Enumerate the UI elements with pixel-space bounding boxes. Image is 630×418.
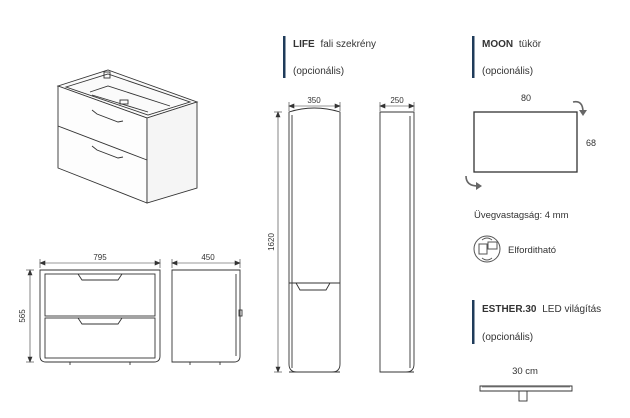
life-width-label: 350 — [307, 96, 321, 105]
life-height-label: 1620 — [267, 233, 276, 251]
life-accent-bar — [283, 36, 286, 78]
moon-mirror-outline — [473, 111, 578, 173]
vanity-front-view — [39, 269, 161, 365]
rotatable-icon — [473, 235, 501, 263]
vanity-width-dimension — [39, 259, 161, 268]
vanity-width-label: 795 — [93, 253, 107, 262]
rotate-arrow-bottom-icon — [465, 175, 482, 190]
esther-desc: LED világítás — [542, 304, 601, 315]
vanity-side-view — [171, 269, 243, 365]
moon-rotate-label: Elforditható — [508, 245, 556, 256]
moon-option: (opcionális) — [482, 66, 533, 77]
moon-glass-thickness: Üvegvastagság: 4 mm — [474, 210, 569, 221]
vanity-height-dimension — [26, 269, 34, 363]
life-desc: fali szekrény — [320, 39, 376, 50]
esther-accent-bar — [472, 300, 475, 344]
moon-width-label: 80 — [521, 93, 531, 103]
life-depth-dimension — [379, 102, 415, 111]
vanity-height-label: 565 — [18, 309, 27, 323]
esther-led-drawing — [479, 385, 573, 402]
life-width-dimension — [288, 102, 341, 111]
life-height-dimension — [274, 111, 282, 373]
vanity-iso-drawing — [56, 69, 199, 204]
life-option: (opcionális) — [293, 66, 344, 77]
svg-text:MOON tükör: MOON tükör — [482, 39, 542, 50]
esther-length-label: 30 cm — [512, 366, 538, 377]
rotate-arrow-top-icon — [572, 100, 587, 116]
life-name: LIFE — [293, 39, 315, 50]
moon-name: MOON — [482, 39, 513, 50]
moon-height-label: 68 — [586, 138, 596, 148]
esther-option: (opcionális) — [482, 332, 533, 343]
vanity-depth-label: 450 — [201, 253, 215, 262]
life-depth-label: 250 — [390, 96, 404, 105]
esther-name: ESTHER.30 — [482, 304, 537, 315]
moon-accent-bar — [472, 36, 475, 78]
moon-desc: tükör — [519, 39, 542, 50]
svg-text:LIFE fali szekrény: LIFE fali szekrény — [293, 39, 376, 50]
life-front-view — [288, 107, 341, 373]
vanity-depth-dimension — [171, 259, 241, 268]
life-side-view — [379, 111, 415, 373]
svg-text:ESTHER.30 LED világítás: ESTHER.30 LED világítás — [482, 304, 601, 315]
